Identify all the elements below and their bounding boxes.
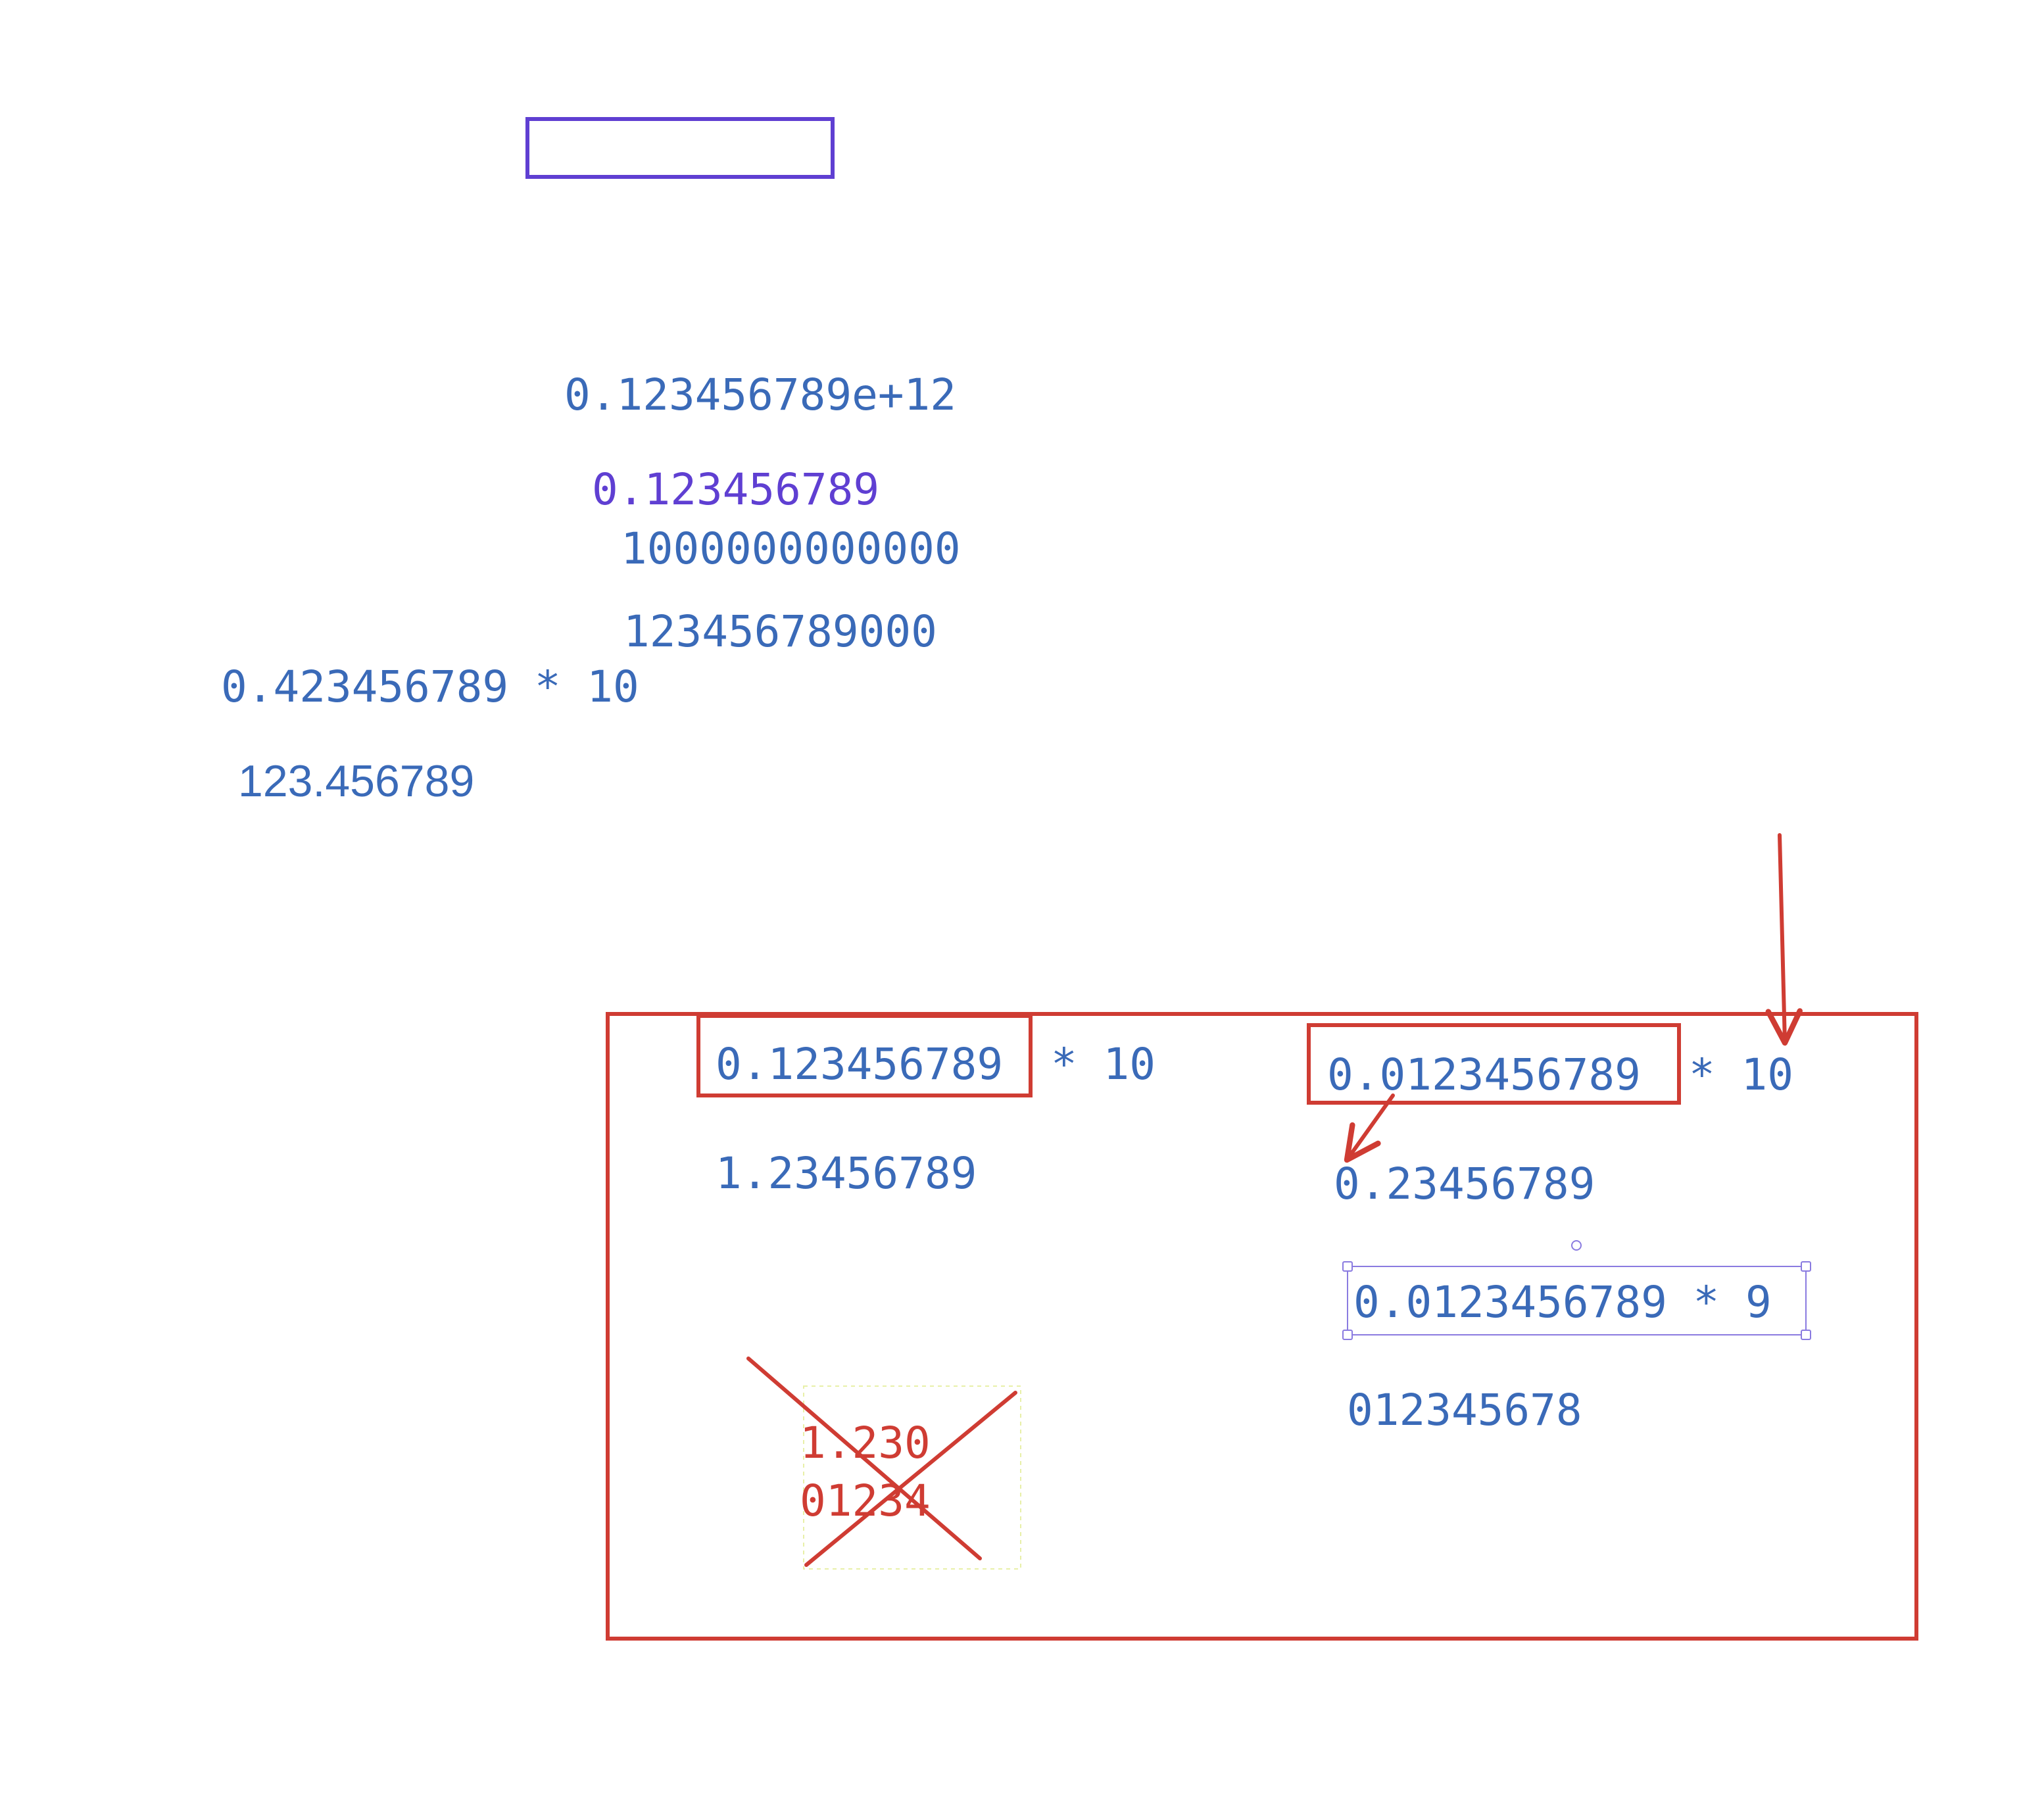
cross-out-stroke-2[interactable] <box>804 1391 1017 1567</box>
left-expression-value[interactable]: 0.123456789 <box>716 1039 1004 1090</box>
selection-frame[interactable] <box>1342 1240 1811 1340</box>
right-expression-operator[interactable]: * 10 <box>1689 1049 1793 1100</box>
selected-expression-text[interactable]: 0.0123456789 * 9 <box>1353 1277 1772 1328</box>
resize-handle-bottom-right[interactable] <box>1801 1330 1811 1340</box>
red-frame[interactable] <box>606 1012 1918 1641</box>
crossed-out-text-line-1[interactable]: 1.230 <box>800 1418 931 1468</box>
crossed-out-text-line-2[interactable]: 01234 <box>800 1476 931 1526</box>
down-arrow[interactable] <box>1765 833 1803 1046</box>
left-expression-operator[interactable]: * 10 <box>1051 1039 1156 1090</box>
resize-handle-top-left[interactable] <box>1342 1261 1353 1272</box>
left-value-highlight-box[interactable] <box>696 1014 1033 1097</box>
scientific-notation-text[interactable]: 0.123456789e+12 <box>564 370 957 420</box>
right-result-text[interactable]: 0.23456789 <box>1334 1159 1595 1209</box>
empty-purple-rectangle[interactable] <box>525 117 835 179</box>
mantissa-text[interactable]: 0.123456789 <box>592 464 880 515</box>
right-value-highlight-box[interactable] <box>1307 1023 1681 1105</box>
resize-handle-bottom-left[interactable] <box>1342 1330 1353 1340</box>
decimal-result-text[interactable]: 123.456789 <box>238 756 475 806</box>
left-result-text[interactable]: 1.23456789 <box>716 1148 977 1199</box>
right-expression-value[interactable]: 0.0123456789 <box>1327 1049 1641 1100</box>
rotation-handle[interactable] <box>1571 1240 1582 1251</box>
times-ten-expression-text[interactable]: 0.423456789 * 10 <box>221 661 639 712</box>
right-second-result-text[interactable]: 012345678 <box>1347 1385 1582 1435</box>
diagonal-arrow[interactable] <box>1344 1094 1395 1163</box>
power-of-ten-text[interactable]: 1000000000000 <box>621 523 961 574</box>
crossed-text-outline <box>803 1385 1021 1570</box>
product-text[interactable]: 123456789000 <box>623 606 937 657</box>
resize-handle-top-right[interactable] <box>1801 1261 1811 1272</box>
cross-out-stroke-1[interactable] <box>746 1357 982 1560</box>
